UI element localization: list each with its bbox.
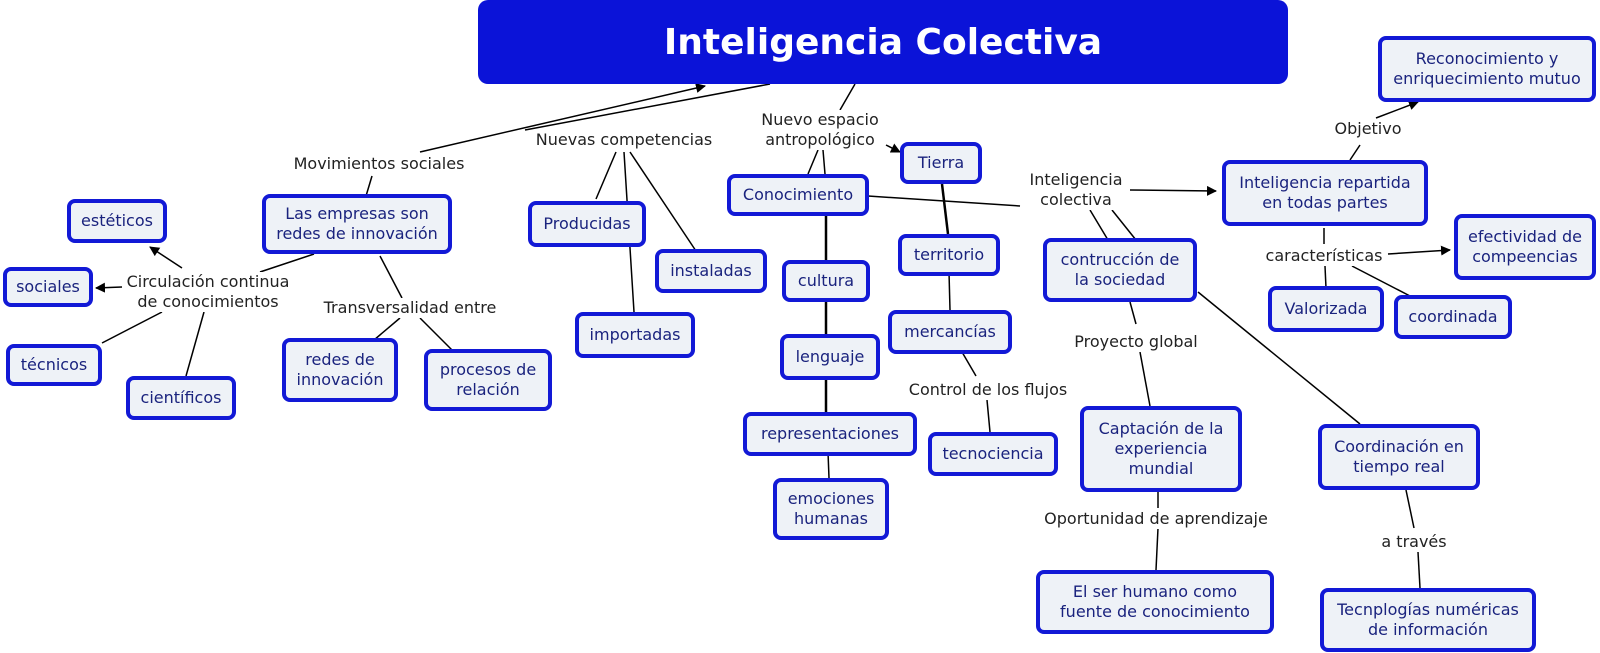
node-tierra[interactable]: Tierra	[900, 142, 982, 184]
node-esteticos[interactable]: estéticos	[67, 199, 167, 243]
arrow-to-sociales	[95, 282, 123, 293]
node-conocimiento[interactable]: Conocimiento	[727, 174, 869, 216]
node-procesos[interactable]: procesos de relación	[424, 349, 552, 411]
node-representaciones[interactable]: representaciones	[743, 412, 917, 456]
node-importadas[interactable]: importadas	[575, 312, 695, 358]
node-repartida[interactable]: Inteligencia repartida en todas partes	[1222, 160, 1428, 226]
label-objetivo: Objetivo	[1334, 119, 1402, 139]
label-circulacion: Circulación continua de conocimientos	[124, 272, 292, 312]
node-tecnociencia[interactable]: tecnociencia	[928, 432, 1058, 476]
map-title: Inteligencia Colectiva	[478, 0, 1288, 84]
node-coordinada[interactable]: coordinada	[1394, 295, 1512, 339]
node-valorizada[interactable]: Valorizada	[1268, 286, 1384, 332]
node-tecnicos[interactable]: técnicos	[6, 344, 102, 386]
label-nuevo-espacio: Nuevo espacio antropológico	[758, 110, 882, 150]
label-control: Control de los flujos	[908, 380, 1068, 400]
label-movimientos: Movimientos sociales	[293, 154, 465, 174]
node-instaladas[interactable]: instaladas	[655, 249, 767, 293]
label-nuevas-competencias: Nuevas competencias	[535, 130, 713, 150]
arrow-to-title	[419, 83, 706, 153]
node-cultura[interactable]: cultura	[782, 260, 870, 302]
node-tecnologias[interactable]: Tecnplogías numéricas de información	[1320, 588, 1536, 652]
node-efectividad[interactable]: efectividad de compeencias	[1454, 214, 1596, 280]
arrow-to-repartida	[1129, 185, 1217, 196]
node-lenguaje[interactable]: lenguaje	[780, 334, 880, 380]
node-territorio[interactable]: territorio	[898, 234, 1000, 276]
node-producidas[interactable]: Producidas	[528, 201, 646, 247]
node-construccion[interactable]: contrucción de la sociedad	[1043, 238, 1197, 302]
node-emociones[interactable]: emociones humanas	[773, 478, 889, 540]
label-proyecto: Proyecto global	[1074, 332, 1198, 352]
node-redes[interactable]: redes de innovación	[282, 338, 398, 402]
node-mercancias[interactable]: mercancías	[888, 310, 1012, 354]
arrow-to-reconocimiento	[1375, 100, 1419, 119]
node-captacion[interactable]: Captación de la experiencia mundial	[1080, 406, 1242, 492]
label-oportunidad: Oportunidad de aprendizaje	[1044, 509, 1268, 529]
arrow-to-esteticos	[149, 246, 183, 269]
label-transversalidad: Transversalidad entre	[323, 298, 497, 318]
arrow-to-efectividad	[1387, 245, 1451, 256]
label-inteligencia-colectiva: Inteligencia colectiva	[1022, 170, 1130, 210]
node-coordinacion[interactable]: Coordinación en tiempo real	[1318, 424, 1480, 490]
node-reconocimiento[interactable]: Reconocimiento y enriquecimiento mutuo	[1378, 36, 1596, 102]
node-cientificos[interactable]: científicos	[126, 376, 236, 420]
node-sociales[interactable]: sociales	[3, 267, 93, 307]
label-caracteristicas: características	[1265, 246, 1383, 266]
node-empresas[interactable]: Las empresas son redes de innovación	[262, 194, 452, 254]
node-ser-humano[interactable]: El ser humano como fuente de conocimient…	[1036, 570, 1274, 634]
arrow-to-tierra	[885, 143, 901, 153]
label-a-traves: a través	[1381, 532, 1447, 552]
